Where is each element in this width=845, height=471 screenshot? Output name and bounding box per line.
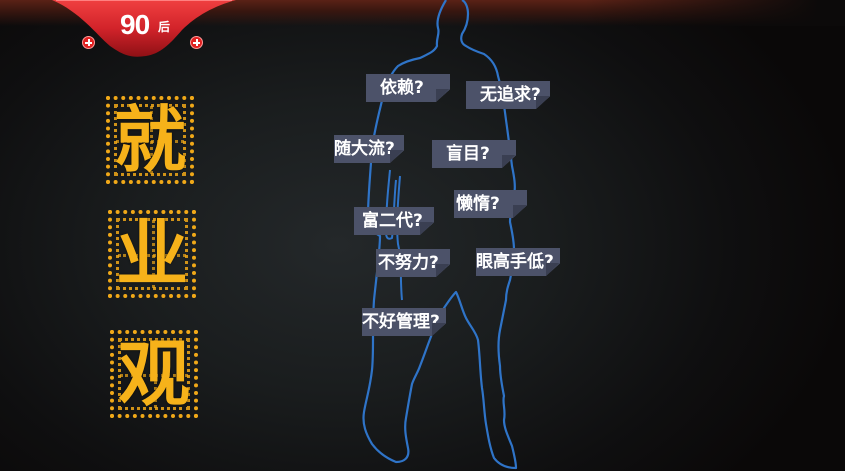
question-tag: 懒惰?	[454, 190, 527, 218]
question-tag: 随大流?	[334, 135, 404, 163]
question-tag: 无追求?	[466, 81, 550, 109]
plus-icon	[190, 36, 203, 49]
question-tag: 富二代?	[354, 207, 434, 235]
question-tag: 盲目?	[432, 140, 516, 168]
plus-icon	[82, 36, 95, 49]
top-glow-fade	[585, 0, 845, 26]
question-tag: 不好管理?	[362, 308, 446, 336]
badge-suffix: 后	[158, 20, 171, 34]
red-banner	[52, 0, 236, 57]
title-char: 就	[113, 97, 186, 182]
question-tag: 不努力?	[376, 249, 450, 277]
badge-number: 90	[120, 9, 150, 40]
title-char-box: 业	[108, 210, 196, 298]
question-tag: 眼高手低?	[476, 248, 560, 276]
title-char: 业	[115, 211, 188, 296]
title-char-box: 就	[106, 96, 194, 184]
title-char-box: 观	[110, 330, 198, 418]
question-tag: 依赖?	[366, 74, 450, 102]
title-char: 观	[117, 331, 190, 416]
